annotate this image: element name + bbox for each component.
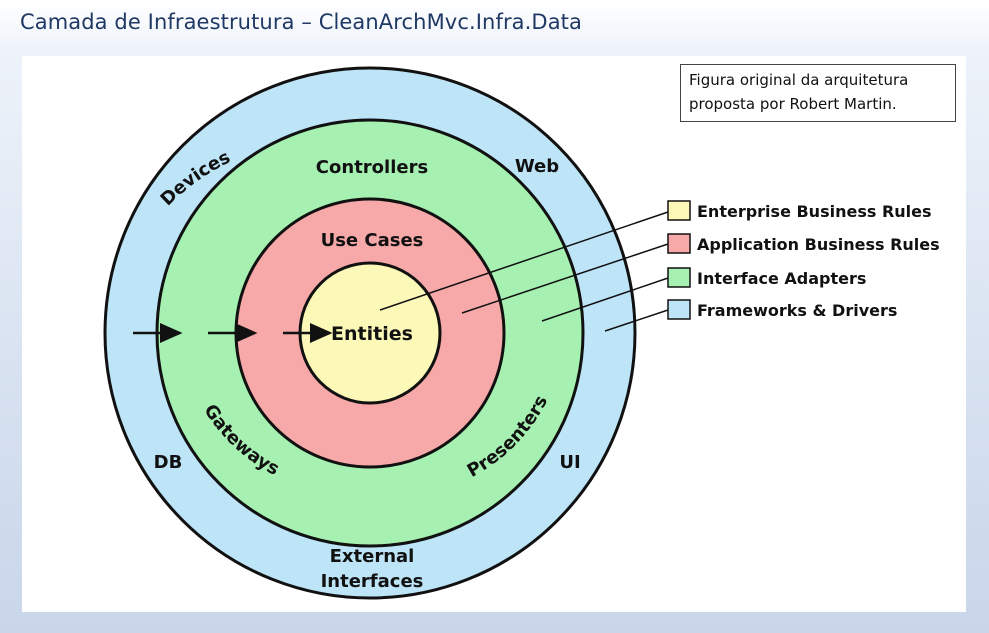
legend-swatch-application	[667, 233, 691, 254]
legend-swatch-adapters	[667, 267, 691, 288]
label-web: Web	[515, 156, 559, 177]
label-db: DB	[154, 452, 183, 473]
legend-swatch-enterprise	[667, 200, 691, 221]
legend-swatch-frameworks	[667, 299, 691, 320]
slide-title: Camada de Infraestrutura – CleanArchMvc.…	[20, 10, 582, 34]
leader-line-entities	[379, 211, 669, 311]
caption-box: Figura original da arquitetura proposta …	[680, 64, 956, 122]
leader-line-use-cases	[461, 243, 669, 314]
caption-line-2: proposta por Robert Martin.	[689, 95, 897, 113]
leader-line-frameworks	[604, 309, 669, 332]
legend-label-adapters: Interface Adapters	[697, 269, 866, 288]
legend-label-enterprise: Enterprise Business Rules	[697, 202, 932, 221]
legend-label-application: Application Business Rules	[697, 235, 940, 254]
legend-label-frameworks: Frameworks & Drivers	[697, 301, 897, 320]
label-controllers: Controllers	[316, 157, 428, 178]
label-entities: Entities	[331, 323, 413, 345]
label-use-cases: Use Cases	[321, 230, 424, 251]
label-external: External	[330, 546, 415, 567]
label-ui: UI	[559, 452, 580, 473]
caption-line-1: Figura original da arquitetura	[689, 71, 909, 89]
leader-line-adapters	[541, 277, 669, 322]
label-interfaces: Interfaces	[321, 571, 424, 592]
